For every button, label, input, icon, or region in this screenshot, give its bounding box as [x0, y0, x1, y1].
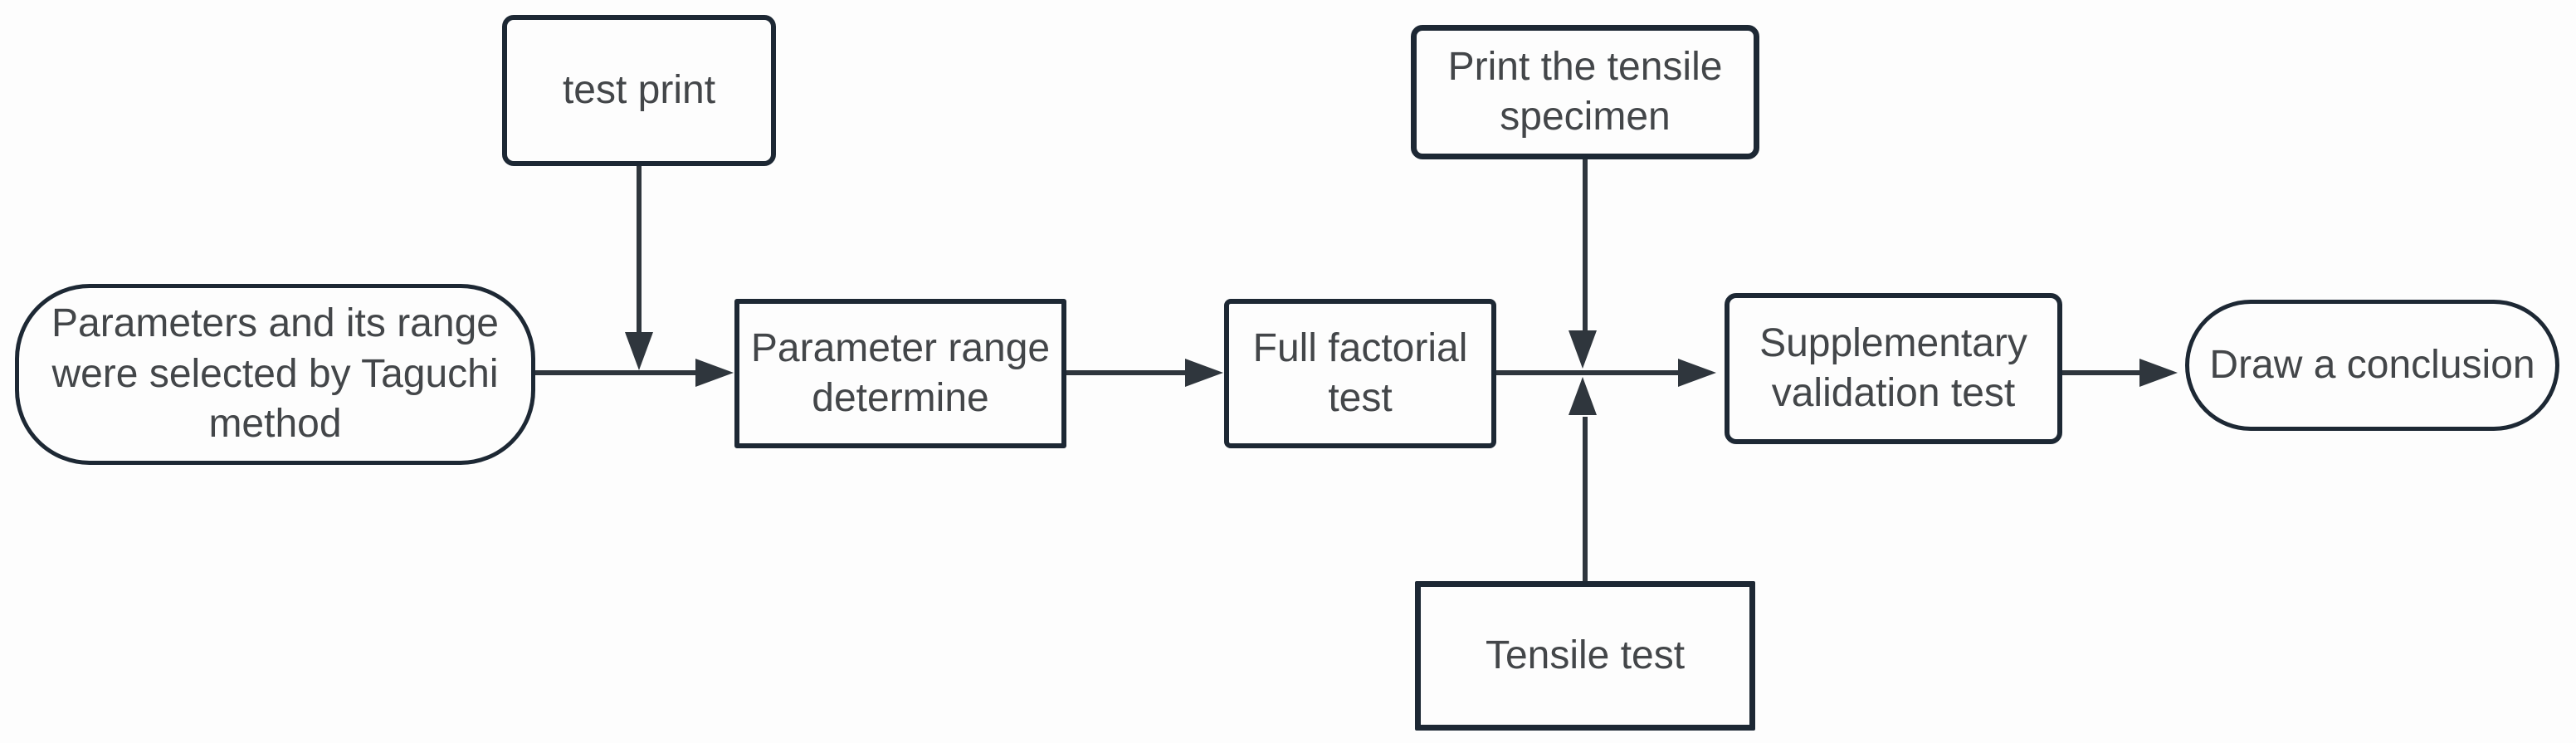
arrow-print-specimen-down-line [1583, 159, 1588, 330]
arrowhead-down-icon [625, 332, 653, 370]
arrowhead-up-icon [1569, 377, 1597, 415]
node-draw-conclusion: Draw a conclusion [2185, 300, 2559, 431]
node-supplementary-validation-test: Supplementary validation test [1725, 293, 2062, 444]
node-tensile-test-label: Tensile test [1485, 633, 1686, 677]
arrowhead-down-icon [1569, 330, 1597, 369]
arrowhead-right-icon [2139, 359, 2178, 387]
arrow-param-range-to-full-factorial-line [1066, 370, 1185, 375]
arrow-tensile-test-up-line [1583, 417, 1588, 581]
arrow-supplementary-to-conclusion-line [2062, 370, 2139, 375]
arrowhead-right-icon [1678, 359, 1716, 387]
node-print-specimen-label: Print the tensile specimen [1447, 44, 1723, 139]
arrowhead-right-icon [1185, 359, 1223, 387]
node-full-factorial-label: Full factorial test [1252, 325, 1468, 420]
node-taguchi-label: Parameters and its range were selected b… [51, 301, 499, 447]
node-print-tensile-specimen: Print the tensile specimen [1411, 25, 1759, 159]
arrowhead-right-icon [695, 359, 734, 387]
node-conclusion-label: Draw a conclusion [2209, 342, 2535, 387]
node-full-factorial-test: Full factorial test [1224, 299, 1496, 448]
node-tensile-test: Tensile test [1415, 581, 1755, 731]
node-parameter-range-label: Parameter range determine [750, 325, 1051, 420]
node-test-print: test print [502, 15, 776, 166]
node-taguchi-parameters: Parameters and its range were selected b… [15, 284, 535, 465]
arrow-full-factorial-to-supplementary-line [1496, 370, 1678, 375]
arrow-taguchi-to-param-range-line [535, 370, 695, 375]
node-parameter-range-determine: Parameter range determine [734, 299, 1066, 448]
node-test-print-label: test print [562, 67, 716, 112]
arrow-test-print-down-line [637, 166, 642, 332]
node-supplementary-label: Supplementary validation test [1759, 320, 2027, 415]
